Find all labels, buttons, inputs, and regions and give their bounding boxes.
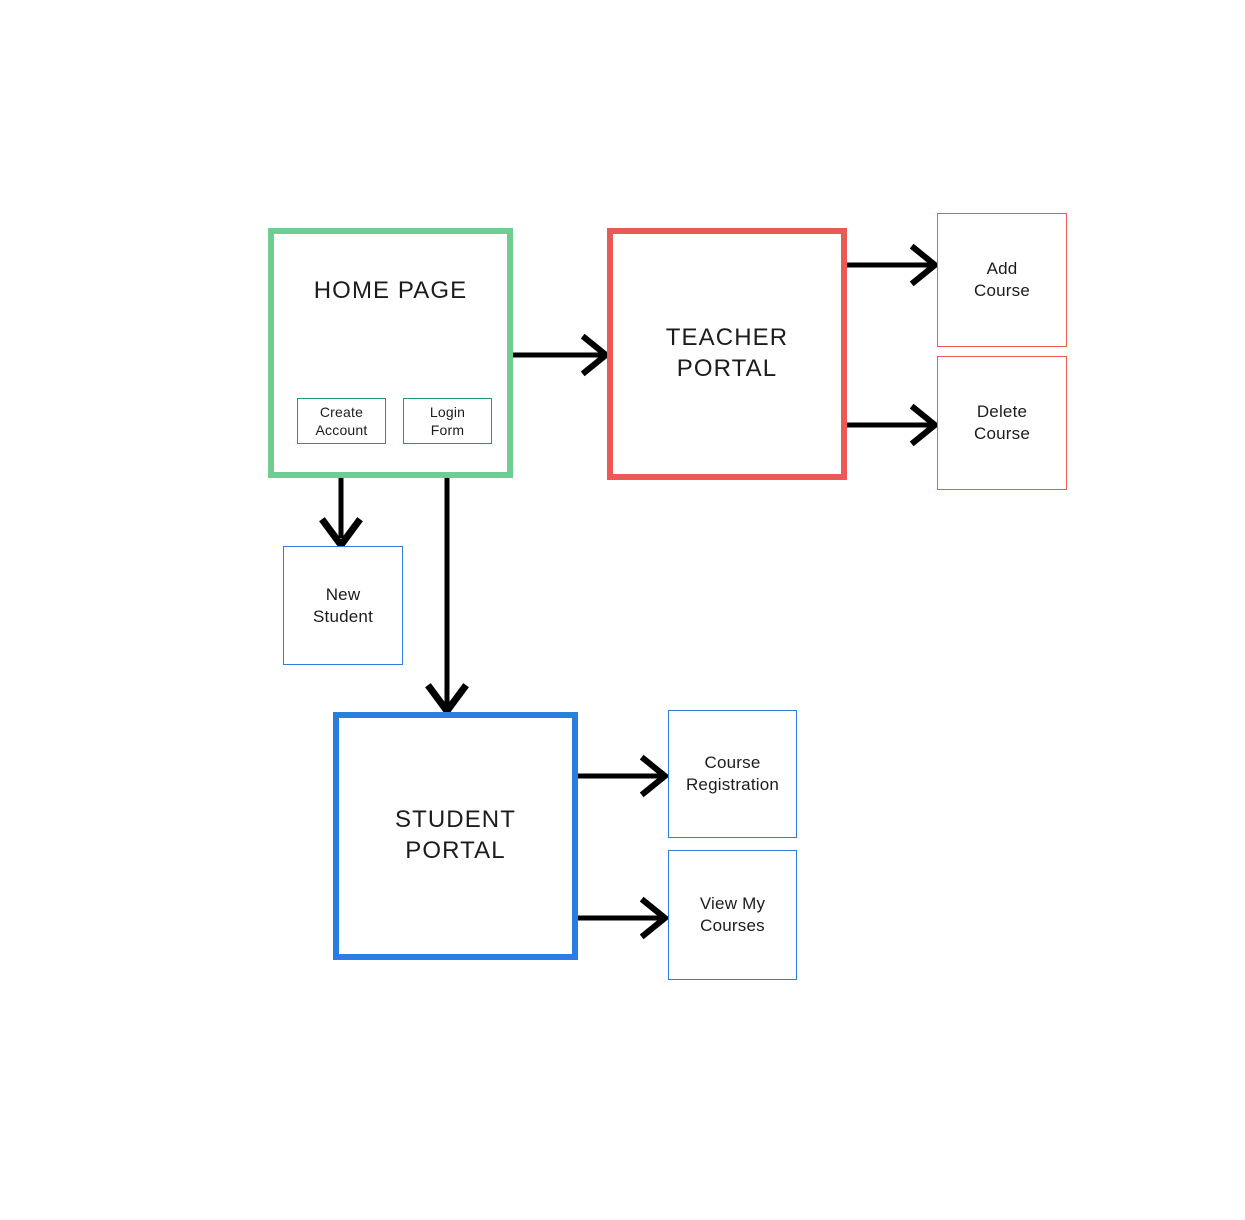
edge-student-to-view-my-courses	[570, 893, 676, 943]
node-login-form[interactable]: Login Form	[403, 398, 492, 444]
node-create-account[interactable]: Create Account	[297, 398, 386, 444]
edge-home-to-teacher	[505, 330, 620, 380]
node-add-course-label: Add Course	[973, 259, 1030, 300]
node-delete-course-label: Delete Course	[973, 402, 1030, 443]
node-view-my-courses[interactable]: View My Courses	[668, 850, 797, 980]
node-home-page-label: HOME PAGE	[313, 277, 468, 304]
node-teacher-portal-label: TEACHER PORTAL	[665, 324, 789, 382]
edge-student-to-course-registration	[570, 751, 676, 801]
node-delete-course[interactable]: Delete Course	[937, 356, 1067, 490]
edge-teacher-to-delete-course	[838, 400, 946, 450]
edge-teacher-to-add-course	[838, 240, 946, 290]
node-teacher-portal[interactable]: TEACHER PORTAL	[607, 228, 847, 480]
node-add-course[interactable]: Add Course	[937, 213, 1067, 347]
edge-login-form-to-student-portal	[421, 438, 473, 720]
node-course-registration-label: Course Registration	[685, 753, 780, 794]
node-create-account-label: Create Account	[315, 403, 368, 438]
node-new-student[interactable]: New Student	[283, 546, 403, 665]
node-view-my-courses-label: View My Courses	[699, 894, 766, 935]
node-course-registration[interactable]: Course Registration	[668, 710, 797, 838]
node-login-form-label: Login Form	[429, 403, 466, 438]
node-student-portal[interactable]: STUDENT PORTAL	[333, 712, 578, 960]
node-new-student-label: New Student	[312, 584, 373, 626]
node-student-portal-label: STUDENT PORTAL	[394, 806, 517, 864]
